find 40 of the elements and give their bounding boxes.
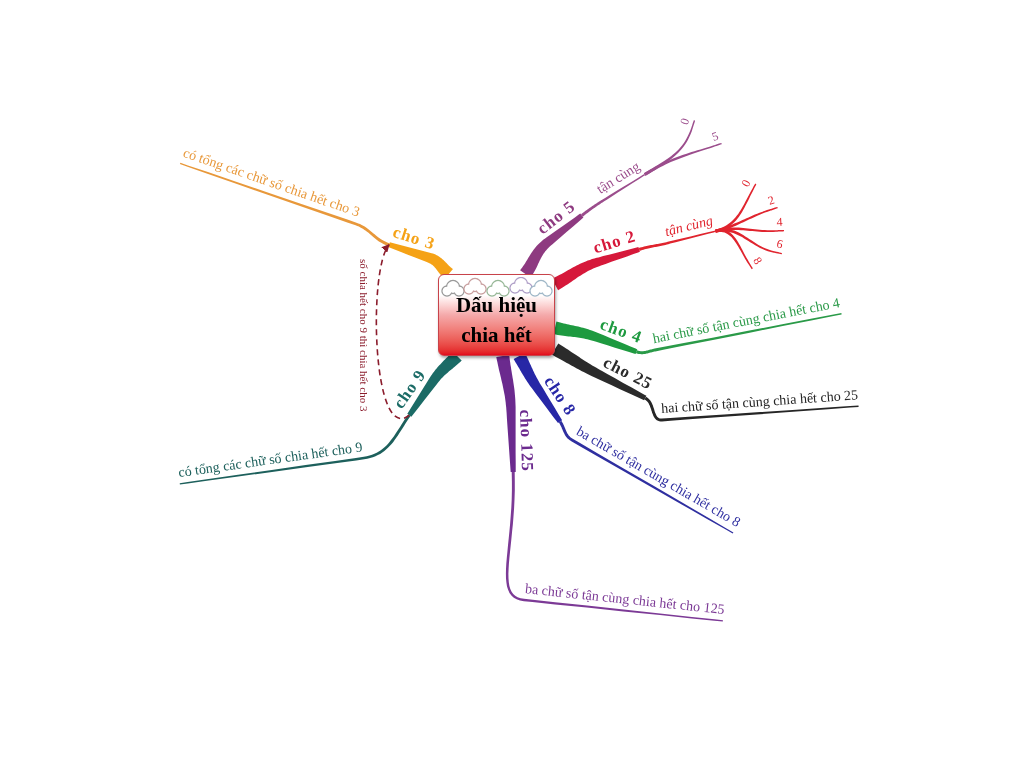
branch-label: cho 5 bbox=[533, 196, 583, 242]
branch-line bbox=[644, 396, 859, 422]
branch-label: cho 2 bbox=[591, 226, 640, 262]
branch-label: cho 125 bbox=[511, 409, 538, 473]
branch-line bbox=[715, 229, 753, 270]
topic-title: Dấu hiệu chia hết bbox=[454, 292, 539, 350]
digit-label: 0 bbox=[738, 176, 756, 191]
branch-text: ba chữ số tận cùng chia hết cho 8 bbox=[572, 424, 743, 534]
digit-label: 8 bbox=[748, 254, 765, 269]
digit-label: 5 bbox=[709, 129, 722, 146]
branch-line bbox=[581, 174, 646, 217]
branch-line bbox=[635, 313, 842, 355]
branch-line bbox=[179, 162, 390, 247]
branch-text: tận cùng bbox=[594, 159, 645, 200]
main-branch-line bbox=[551, 343, 647, 401]
branch-text: tận cùng bbox=[663, 213, 716, 243]
digit-label: 0 bbox=[677, 115, 695, 128]
digit-label: 4 bbox=[775, 215, 784, 231]
branch-text: ba chữ số tận cùng chia hết cho 125 bbox=[524, 582, 726, 621]
central-topic-box bbox=[438, 274, 555, 356]
branch-text: có tổng các chữ số chia hết cho 3 bbox=[180, 146, 362, 224]
branch-label: cho 25 bbox=[598, 352, 656, 398]
branch-line bbox=[505, 471, 723, 622]
digit-label: 2 bbox=[765, 193, 778, 210]
main-branch-line bbox=[553, 321, 638, 355]
dashed-arrow bbox=[375, 243, 411, 420]
branch-line bbox=[558, 420, 734, 534]
branch-line bbox=[179, 414, 411, 485]
branch-label: cho 3 bbox=[389, 221, 438, 259]
edge-label: số chia hết cho 9 thì chia hết cho 3 bbox=[357, 258, 370, 413]
branch-text: có tổng các chữ số chia hết cho 9 bbox=[177, 440, 364, 484]
branch-text: hai chữ số tận cùng chia hết cho 4 bbox=[651, 296, 842, 350]
branch-label: cho 4 bbox=[596, 314, 645, 352]
digit-label: 6 bbox=[774, 237, 785, 254]
branch-line bbox=[638, 230, 716, 251]
branch-label: cho 8 bbox=[536, 372, 581, 422]
branch-label: cho 9 bbox=[389, 366, 435, 416]
branch-line bbox=[643, 142, 722, 176]
branch-text: hai chữ số tận cùng chia hết cho 25 bbox=[660, 388, 859, 420]
main-branch-line bbox=[496, 355, 516, 472]
